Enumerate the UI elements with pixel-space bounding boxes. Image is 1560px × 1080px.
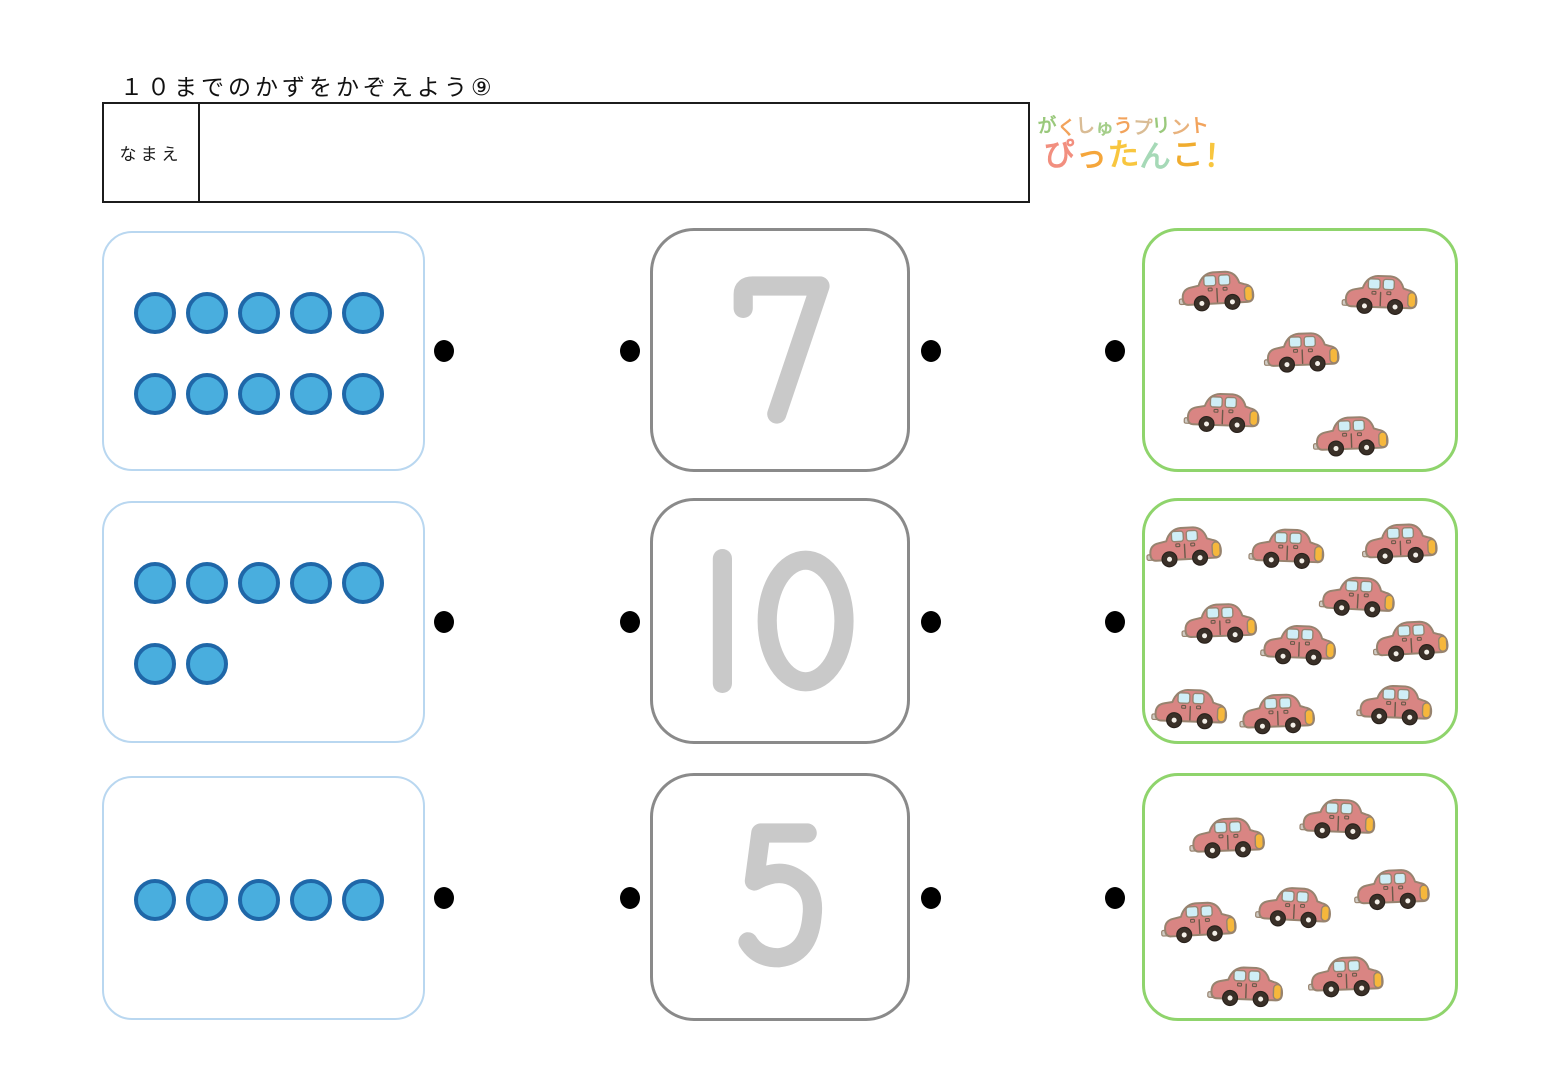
car-icon (1371, 619, 1450, 664)
counting-dot (290, 292, 332, 334)
car-icon (1150, 687, 1228, 731)
connector-dot-dots-right[interactable] (434, 339, 454, 362)
connector-dot-dots-right[interactable] (434, 610, 454, 633)
page-title: １０までのかずをかぞえよう⑨ (120, 75, 496, 101)
connector-dot-cars-left[interactable] (1105, 339, 1125, 362)
logo-char: っ (1075, 138, 1109, 176)
counting-dot (342, 879, 384, 921)
name-label: なまえ (104, 104, 200, 201)
car-icon (1238, 692, 1316, 736)
logo-char: た (1107, 136, 1141, 174)
counting-dot (290, 373, 332, 415)
connector-dot-number-right[interactable] (921, 886, 941, 909)
counting-dot (342, 562, 384, 604)
connector-dot-cars-left[interactable] (1105, 610, 1125, 633)
car-icon (1247, 527, 1326, 571)
counting-dot (186, 562, 228, 604)
car-icon (1352, 868, 1431, 912)
connector-dot-number-left[interactable] (620, 610, 640, 633)
counting-dot (238, 879, 280, 921)
number-glyph (712, 549, 854, 693)
car-icon (1355, 683, 1433, 727)
cars-field (1176, 269, 1419, 458)
counting-dot (134, 373, 176, 415)
counting-dot (290, 879, 332, 921)
car-icon (1145, 524, 1223, 569)
car-icon (1311, 415, 1390, 458)
car-icon (1159, 900, 1238, 945)
connector-dot-number-right[interactable] (921, 610, 941, 633)
number-card (650, 498, 910, 744)
connector-dot-dots-right[interactable] (434, 886, 454, 909)
number-glyph (733, 276, 830, 424)
cars-field (1159, 797, 1431, 1009)
connector-dot-cars-left[interactable] (1105, 886, 1125, 909)
logo-char: し (1074, 114, 1096, 138)
logo-line2: ぴったんこ！ (1043, 136, 1237, 176)
car-icon (1340, 273, 1419, 317)
logo-char: こ (1171, 136, 1205, 174)
car-icon (1317, 574, 1396, 619)
logo-line1: がくしゅうプリント (1036, 114, 1210, 140)
car-icon (1180, 602, 1258, 645)
counting-dot (238, 292, 280, 334)
match-row (0, 228, 1560, 473)
counting-dot (134, 879, 176, 921)
connector-dot-number-right[interactable] (921, 339, 941, 362)
counting-dot (238, 373, 280, 415)
match-row (0, 498, 1560, 745)
logo-char: う (1113, 114, 1134, 138)
counting-dot (134, 292, 176, 334)
dots-card (102, 231, 425, 471)
cars-card (1142, 773, 1458, 1021)
logo-char: ぴ (1043, 136, 1077, 174)
counting-dot (134, 643, 176, 685)
logo-char: ！ (1203, 138, 1237, 176)
counting-dot (186, 373, 228, 415)
car-icon (1360, 522, 1439, 566)
car-icon (1254, 885, 1333, 930)
cars-card (1142, 228, 1458, 472)
number-card (650, 773, 910, 1021)
car-icon (1306, 955, 1385, 999)
name-field: なまえ (102, 102, 1030, 203)
counting-dot (238, 562, 280, 604)
counting-dot (186, 879, 228, 921)
dots-card (102, 776, 425, 1020)
cars-card (1142, 498, 1458, 744)
logo-char: ン (1170, 116, 1191, 140)
connector-dot-number-left[interactable] (620, 886, 640, 909)
cars-field (1145, 522, 1450, 736)
number-card (650, 228, 910, 472)
counting-dot (342, 373, 384, 415)
logo-char: ん (1139, 138, 1173, 176)
car-icon (1206, 965, 1284, 1009)
dots-card (102, 501, 425, 743)
name-input[interactable] (200, 104, 1028, 201)
logo-char: リ (1151, 114, 1172, 138)
logo-char: ゅ (1094, 116, 1115, 140)
counting-dot (186, 643, 228, 685)
logo: がくしゅうプリント ぴったんこ！ (1036, 114, 1237, 176)
counting-dot (342, 292, 384, 334)
counting-dot (134, 562, 176, 604)
counting-dot (186, 292, 228, 334)
match-row (0, 773, 1560, 1022)
car-icon (1259, 623, 1337, 667)
car-icon (1262, 331, 1340, 374)
logo-char: が (1036, 114, 1058, 138)
connector-dot-number-left[interactable] (620, 339, 640, 362)
car-icon (1182, 391, 1261, 435)
counting-dot (290, 562, 332, 604)
car-icon (1298, 797, 1377, 841)
logo-char: ト (1189, 114, 1210, 138)
car-icon (1176, 269, 1255, 313)
number-glyph (738, 823, 823, 968)
car-icon (1187, 816, 1266, 860)
